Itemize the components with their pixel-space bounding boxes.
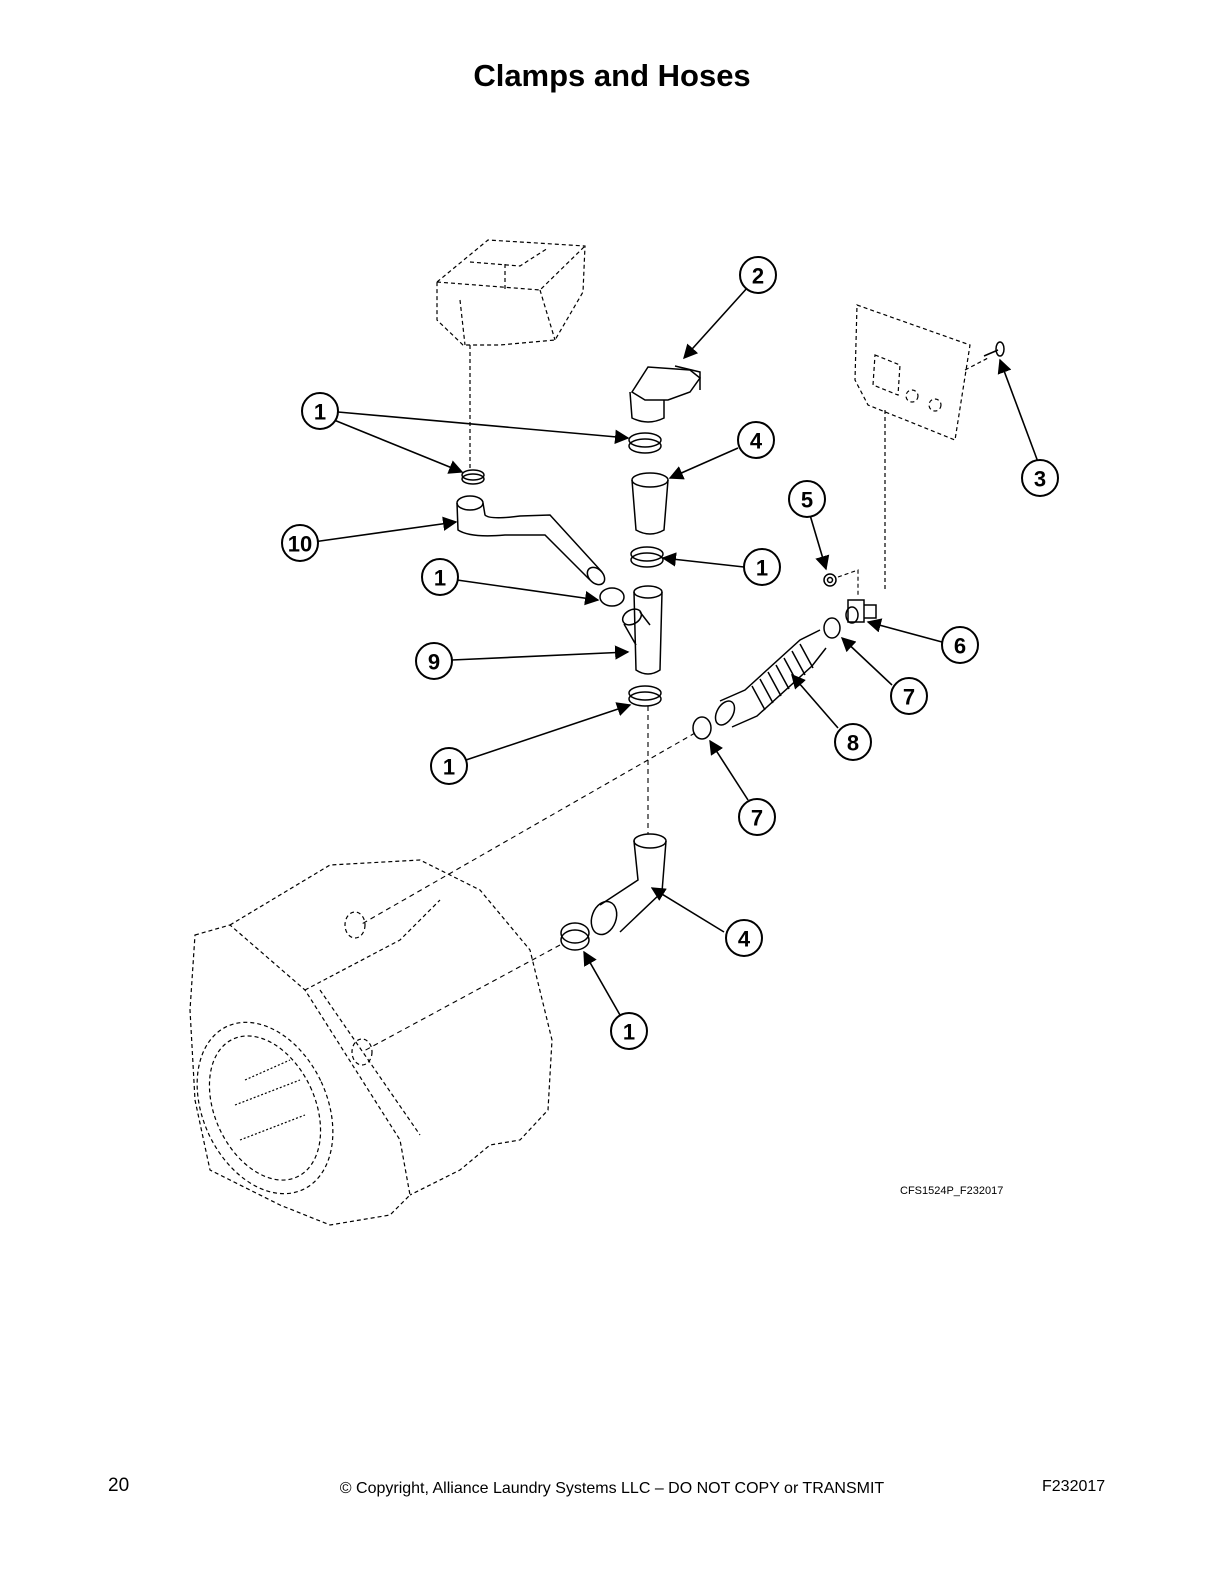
callout-1c (421, 558, 459, 596)
screw-part (983, 341, 1005, 357)
callout-label: 8 (847, 731, 859, 756)
callout-label: 5 (801, 488, 813, 513)
washer-tub-outline (189, 859, 553, 1226)
alignment-lines (359, 706, 696, 1053)
y-fitting-part (621, 585, 663, 675)
callout-1a (301, 392, 339, 430)
page-number: 20 (108, 1475, 130, 1496)
callout-label: 4 (750, 429, 763, 454)
callout-5 (788, 480, 826, 518)
copyright-notice: © Copyright, Alliance Laundry Systems LL… (339, 1480, 885, 1497)
callout-7a (890, 677, 928, 715)
elbow-hose-part (590, 833, 667, 936)
dispenser-drawer-outline (436, 239, 586, 470)
hose-connector-part (629, 365, 702, 423)
callout-label: 1 (314, 400, 326, 425)
corrugated-hose-part (714, 629, 827, 728)
callout-label: 10 (288, 532, 312, 557)
figure-id: CFS1524P_F232017 (900, 1185, 1004, 1197)
leader-arrows (312, 286, 1039, 1016)
callout-1b (743, 548, 781, 586)
callout-label: 1 (756, 556, 768, 581)
callout-3 (1021, 459, 1059, 497)
straight-hose-part (631, 472, 669, 535)
callout-label: 2 (752, 264, 764, 289)
callout-label: 7 (903, 685, 915, 710)
callout-circles (281, 256, 1059, 1050)
callout-label: 1 (623, 1020, 635, 1045)
callout-1d (430, 747, 468, 785)
callout-2 (739, 256, 777, 294)
document-number: F232017 (1042, 1478, 1106, 1495)
clamp-parts (461, 432, 841, 951)
callout-label: 6 (954, 634, 966, 659)
callout-10 (281, 524, 319, 562)
callout-label: 7 (751, 806, 763, 831)
callout-7b (738, 798, 776, 836)
callout-label: 3 (1034, 467, 1046, 492)
callout-9 (415, 642, 453, 680)
callout-label: 4 (738, 927, 751, 952)
callout-8 (834, 723, 872, 761)
callout-label: 1 (434, 566, 446, 591)
callout-label: 1 (443, 755, 455, 780)
callout-1e (610, 1012, 648, 1050)
callout-4a (737, 421, 775, 459)
nut-and-fitting-parts (823, 569, 877, 624)
callout-6 (941, 626, 979, 664)
bent-hose-part (456, 495, 606, 586)
callout-label: 9 (428, 650, 440, 675)
rear-panel-outline (854, 304, 989, 590)
callout-4b (725, 919, 763, 957)
page-title: Clamps and Hoses (473, 58, 751, 93)
